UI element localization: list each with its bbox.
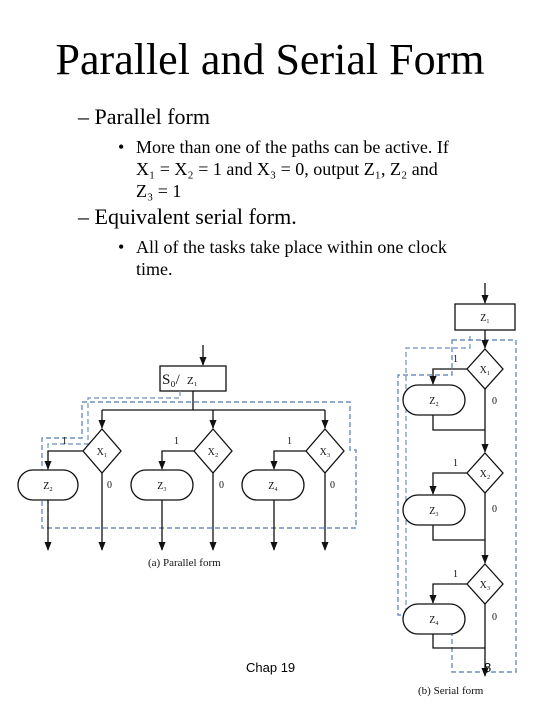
state-name-label: S₀/ (162, 372, 181, 388)
decision-label: X₂ (480, 469, 491, 480)
footer-page-number: 8 (484, 660, 492, 675)
bullet-text: Equivalent serial form. (94, 204, 297, 229)
true-branch-x1 (429, 368, 467, 385)
conditional-output-label: Z₄ (268, 481, 278, 492)
merge-z4 (432, 634, 485, 649)
true-branch-x3 (429, 583, 467, 604)
bullet-dot: • (118, 137, 125, 157)
conditional-output-z2 (402, 384, 466, 416)
bullet-text: Parallel form (94, 104, 210, 129)
slide-title: Parallel and Serial Form (55, 35, 485, 84)
branch-label-false: 0 (330, 480, 335, 491)
branch-label-true: 1 (287, 436, 292, 447)
bullet-dash: – (78, 204, 89, 229)
branch-label-false: 0 (107, 480, 112, 491)
merge-z3 (432, 525, 485, 541)
branch-label-true: 1 (453, 458, 458, 469)
parallel-form-diagram (17, 345, 357, 551)
figure-caption-serial: (b) Serial form (418, 685, 484, 697)
conditional-output-label: Z₂ (429, 396, 439, 407)
true-branch-x2 (429, 472, 467, 495)
branch-label-true: 1 (174, 436, 179, 447)
bullet-dot: • (118, 237, 125, 257)
conditional-output-label: Z₃ (429, 506, 439, 517)
true-branch-x3 (270, 450, 306, 470)
serial-form-diagram (397, 283, 517, 677)
branch-label-false: 0 (492, 504, 497, 515)
sub-bullet-line: All of the tasks take place within one c… (136, 237, 447, 257)
conditional-output-label: Z₄ (429, 615, 439, 626)
serial-form-labels: Z₁ X₁ X₂ X₃ Z₂ Z₃ Z₄ 1 1 1 0 0 0 (b) Ser… (418, 313, 497, 697)
decision-label: X₁ (480, 365, 491, 376)
true-branch-x2 (158, 450, 194, 470)
conditional-path-dashed (405, 336, 471, 610)
bullet-parallel-form: – Parallel form (78, 104, 210, 130)
sub-bullet-line: Z₃ = 1 (136, 181, 182, 201)
moore-output-label: Z₁ (480, 313, 490, 324)
sub-bullet-line: X₁ = X₂ = 1 and X₃ = 0, output Z₁, Z₂ an… (136, 159, 438, 179)
figure-caption-parallel: (a) Parallel form (148, 557, 221, 569)
conditional-link-outline (41, 401, 357, 529)
sub-bullet-text: More than one of the paths can be active… (136, 136, 506, 202)
state-box (159, 365, 227, 392)
decision-label: X₃ (320, 447, 331, 458)
bullet-serial-form: – Equivalent serial form. (78, 204, 297, 230)
moore-output-label: Z₁ (187, 375, 198, 387)
sub-bullet-line: More than one of the paths can be active… (136, 137, 449, 157)
conditional-output-z4 (402, 603, 466, 635)
decision-label: X₁ (97, 447, 108, 458)
conditional-output-label: Z₃ (157, 481, 167, 492)
branch-label-true: 1 (453, 569, 458, 580)
branch-label-false: 0 (492, 396, 497, 407)
conditional-output-label: Z₂ (43, 481, 53, 492)
state-box (454, 303, 516, 331)
true-branch-x1 (44, 450, 83, 470)
sub-bullet-text: All of the tasks take place within one c… (136, 236, 506, 280)
decision-label: X₃ (480, 580, 491, 591)
branch-label-false: 0 (219, 480, 224, 491)
merge-z2 (432, 415, 485, 431)
conditional-path-dashed (47, 391, 181, 522)
footer-chapter: Chap 19 (246, 660, 296, 675)
bullet-dash: – (78, 104, 89, 129)
conditional-output-z4 (241, 469, 305, 501)
parallel-form-labels: S₀/ Z₁ X₁ X₂ X₃ Z₂ Z₃ Z₄ 1 1 1 0 0 0 (a)… (43, 372, 335, 569)
conditional-output-z3 (402, 494, 466, 526)
branch-label-true: 1 (453, 354, 458, 365)
sub-bullet-line: time. (136, 259, 173, 279)
branch-label-true: 1 (62, 436, 67, 447)
decision-label: X₂ (208, 447, 219, 458)
branch-label-false: 0 (492, 612, 497, 623)
